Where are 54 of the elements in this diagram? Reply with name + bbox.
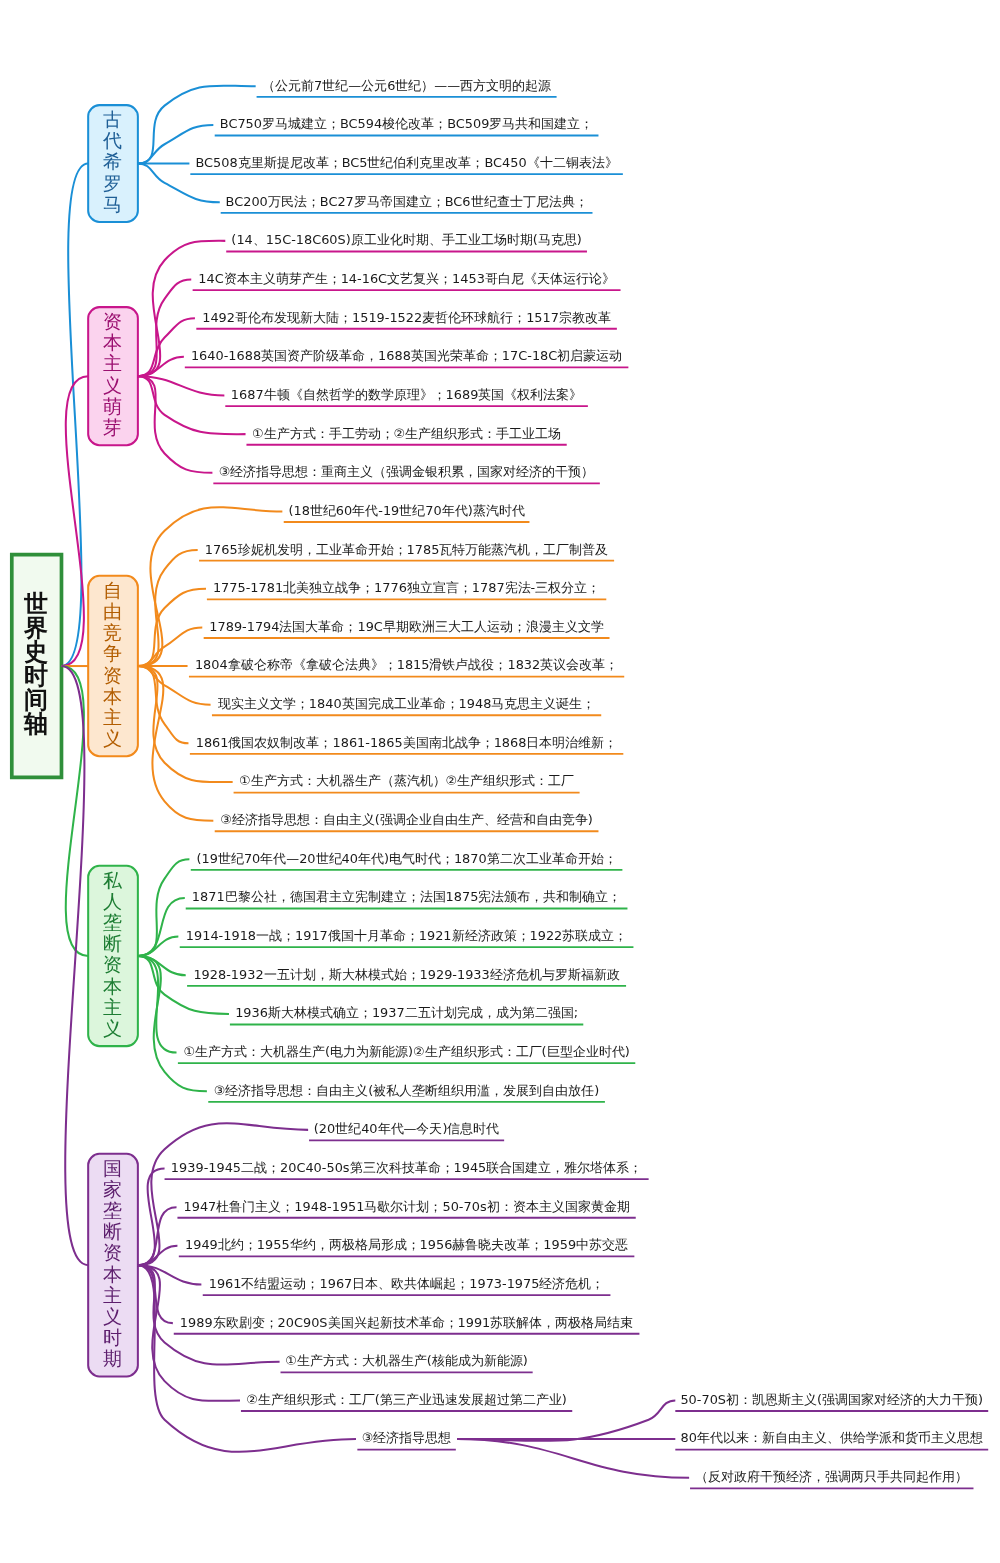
connector [137, 84, 256, 165]
node-text: 50-70S初：凯恩斯主义(强调国家对经济的大力干预) [680, 1391, 984, 1407]
node-box: 世界史时间轴 [9, 552, 64, 779]
connector [137, 664, 214, 822]
node-text: 1871巴黎公社，德国君主立宪制建立；法国1875宪法颁布，共和制确立； [191, 888, 622, 904]
node-text: 14C资本主义萌芽产生；14-16C文艺复兴；1453哥白尼《天体运行论》 [198, 270, 615, 286]
node-text: 1939-1945二战；20C40-50s第三次科技革命；1945联合国建立，雅尔塔体系； [170, 1159, 643, 1175]
node-text: 1640-1688英国资产阶级革命，1688英国光荣革命；17C-18C初启蒙运动 [190, 347, 623, 363]
node-text: 1765珍妮机发明，工业革命开始；1785瓦特万能蒸汽机，工厂制普及 [204, 540, 609, 556]
node-text: (19世纪70年代—20世纪40年代)电气时代；1870第二次工业革命开始； [196, 850, 617, 866]
node-text: ①生产方式：大机器生产(电力为新能源)②生产组织形式：工厂(巨型企业时代) [183, 1043, 630, 1059]
node-text: （反对政府干预经济，强调两只手共同起作用） [695, 1468, 969, 1484]
connector [137, 374, 213, 474]
node-text: ①生产方式：大机器生产（蒸汽机）②生产组织形式：工厂 [239, 772, 575, 788]
node-text: ③经济指导思想：重商主义（强调金银积累，国家对经济的干预） [218, 463, 595, 479]
connector [137, 162, 220, 203]
connector [137, 123, 214, 165]
node-text: 1936斯大林模式确立；1937二五计划完成，成为第二强国; [235, 1004, 579, 1020]
node-text: ②生产组织形式：工厂(第三产业迅速发展超过第二产业) [246, 1391, 567, 1407]
node-text: 1789-1794法国大革命；19C早期欧洲三大工人运动；浪漫主义文学 [209, 618, 604, 634]
node-text: 1804拿破仑称帝《拿破仑法典》；1815滑铁卢战役；1832英议会改革； [194, 656, 619, 672]
node-text: (20世纪40年代—今天)信息时代 [313, 1120, 500, 1136]
node-box: 自由竞争资本主义 [87, 574, 139, 757]
node-text: BC508克里斯提尼改革；BC5世纪伯利克里改革；BC450《十二铜表法》 [195, 154, 618, 170]
node-text: (18世纪60年代-19世纪70年代)蒸汽时代 [288, 502, 525, 518]
node-box: 国家垄断资本主义时期 [87, 1152, 139, 1377]
node-text: 1687牛顿《自然哲学的数学原理》；1689英国《权利法案》 [230, 386, 583, 402]
node-text: 1928-1932一五计划，斯大林模式始；1929-1933经济危机与罗斯福新政 [193, 966, 620, 982]
connector [137, 954, 207, 1092]
node-text: 1949北约；1955华约，两极格局形成；1956赫鲁晓夫改革；1959中苏交恶 [185, 1236, 629, 1252]
node-text: 80年代以来：新自由主义、供给学派和货币主义思想 [680, 1429, 983, 1445]
node-text: 1947杜鲁门主义；1948-1951马歇尔计划；50-70s初：资本主义国家黄金期 [183, 1198, 630, 1214]
node-text: ①生产方式：大机器生产(核能成为新能源) [285, 1352, 528, 1368]
node-box: 古代希罗马 [87, 103, 139, 223]
node-text: (14、15C-18C60S)原工业化时期、手工业工场时期(马克思) [231, 231, 582, 247]
node-text: （公元前7世纪—公元6世纪）——西方文明的起源 [262, 77, 552, 93]
node-box: 私人垄断资本主义 [87, 864, 139, 1047]
node-text: BC750罗马城建立；BC594梭伦改革；BC509罗马共和国建立； [219, 115, 594, 131]
connector [60, 664, 89, 1266]
node-text: ③经济指导思想 [361, 1429, 452, 1445]
node-text: ③经济指导思想：自由主义(被私人垄断组织用滥，发展到自由放任) [213, 1082, 600, 1098]
node-text: 1914-1918一战；1917俄国十月革命；1921新经济政策；1922苏联成立； [185, 927, 628, 943]
node-text: 1961不结盟运动；1967日本、欧共体崛起；1973-1975经济危机； [208, 1275, 605, 1291]
node-text: 1989东欧剧变；20C90S美国兴起新技术革命；1991苏联解体，两极格局结束 [179, 1314, 634, 1330]
node-box: 资本主义萌芽 [87, 305, 139, 446]
connector [457, 1437, 690, 1479]
node-text: 1492哥伦布发现新大陆；1519-1522麦哲伦环球航行；1517宗教改革 [202, 309, 611, 325]
connector [137, 1263, 356, 1453]
node-text: BC200万民法；BC27罗马帝国建立；BC6世纪查士丁尼法典； [225, 193, 588, 209]
node-text: ①生产方式：手工劳动；②生产组织形式：手工业工场 [252, 425, 562, 441]
node-text: 1861俄国农奴制改革；1861-1865美国南北战争；1868日本明治维新； [195, 734, 618, 750]
node-text: 1775-1781北美独立战争；1776独立宣言；1787宪法-三权分立； [212, 579, 601, 595]
node-text: ③经济指导思想：自由主义(强调企业自由生产、经营和自由竞争) [220, 811, 593, 827]
node-text: 现实主义文学；1840英国完成工业革命；1948马克思主义诞生； [217, 695, 596, 711]
